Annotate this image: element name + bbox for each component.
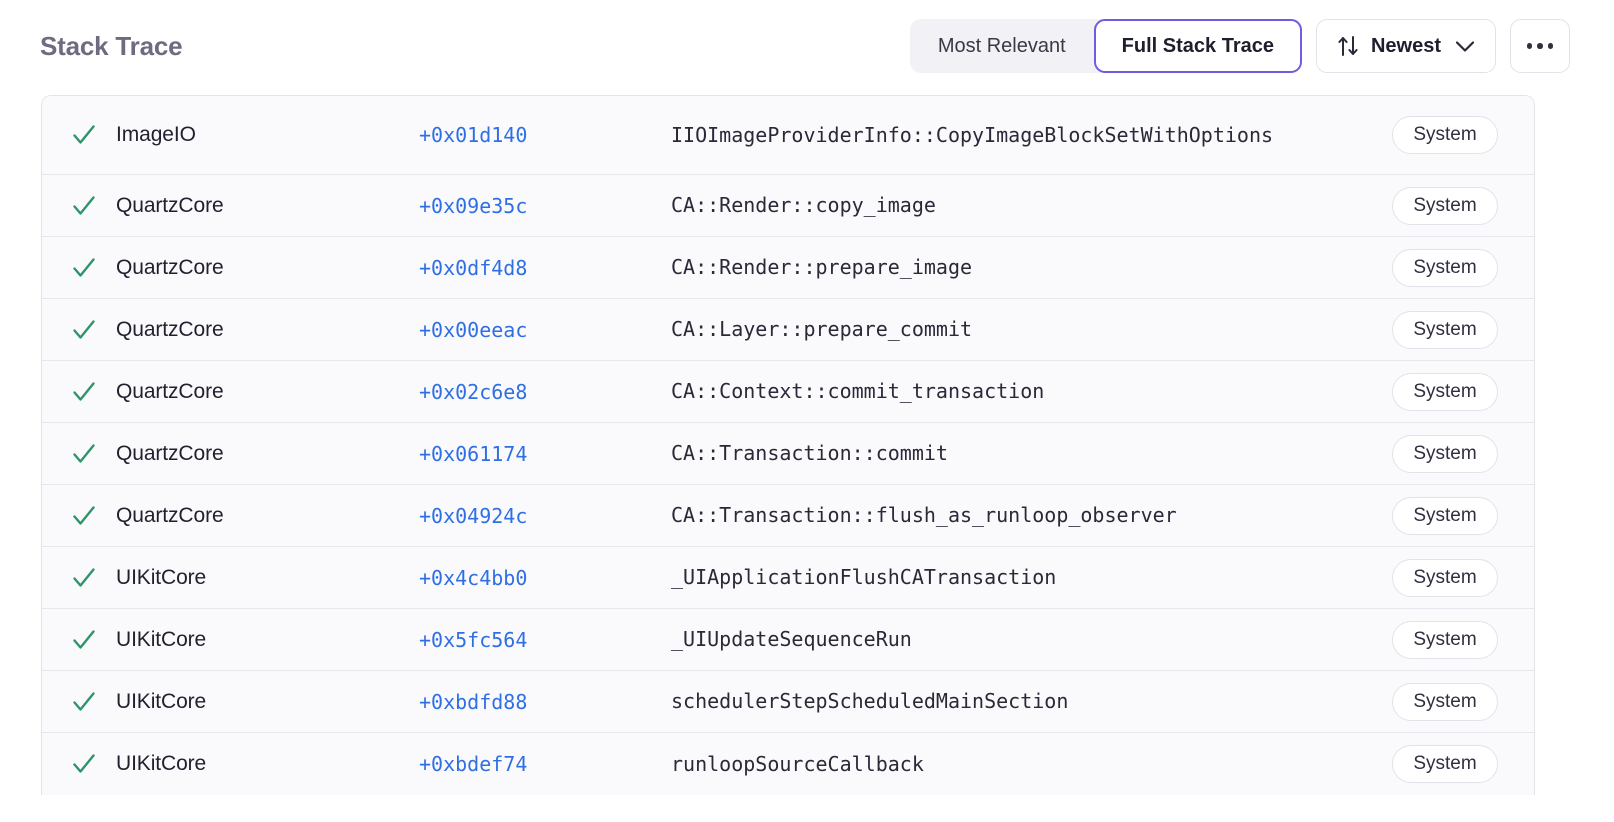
frame-module: QuartzCore	[116, 503, 224, 527]
status-badge: System	[1392, 116, 1498, 154]
frame-badge-cell: System	[1361, 496, 1529, 535]
frame-badge-cell: System	[1361, 248, 1529, 287]
frame-address[interactable]: +0x061174	[419, 441, 528, 466]
table-row[interactable]: UIKitCore +0xbdef74 runloopSourceCallback S…	[42, 733, 1534, 795]
frame-status-check[interactable]	[42, 379, 116, 405]
frame-badge-cell: System	[1361, 682, 1529, 721]
frame-badge-cell: System	[1361, 620, 1529, 659]
frame-symbol: IIOImageProviderInfo::CopyImageBlockSetW…	[671, 122, 1274, 147]
more-options-button[interactable]	[1510, 19, 1570, 73]
stack-frames-table: ImageIO +0x01d140 IIOImageProviderInfo::Co…	[41, 95, 1535, 795]
table-row[interactable]: QuartzCore +0x09e35c CA::Render::copy_imag…	[42, 175, 1534, 237]
sort-label: Newest	[1370, 34, 1441, 57]
chevron-down-icon	[1455, 40, 1475, 53]
status-badge: System	[1392, 248, 1498, 287]
frame-symbol: runloopSourceCallback	[671, 751, 924, 776]
frame-badge-cell: System	[1361, 558, 1529, 597]
frame-module: QuartzCore	[116, 193, 224, 217]
sort-dropdown-button[interactable]: Newest	[1315, 19, 1496, 73]
status-badge: System	[1392, 372, 1498, 411]
frame-address[interactable]: +0x02c6e8	[419, 379, 528, 404]
status-badge: System	[1392, 620, 1498, 659]
frame-module: ImageIO	[116, 123, 196, 146]
frame-symbol: CA::Context::commit_transaction	[671, 379, 1045, 403]
table-row[interactable]: UIKitCore +0x5fc564 _UIUpdateSequenceRun Sy…	[42, 609, 1534, 671]
frame-symbol: schedulerStepScheduledMainSection	[671, 689, 1069, 713]
frame-address[interactable]: +0x04924c	[419, 503, 528, 528]
table-row[interactable]: QuartzCore +0x02c6e8 CA::Context::commit_t…	[42, 361, 1534, 423]
frame-address[interactable]: +0x01d140	[419, 123, 528, 147]
frame-badge-cell: System	[1361, 310, 1529, 349]
header-controls: Most Relevant Full Stack Trace Newest	[909, 19, 1570, 73]
table-row[interactable]: QuartzCore +0x0df4d8 CA::Render::prepare_i…	[42, 237, 1534, 299]
frame-status-check[interactable]	[42, 689, 116, 715]
frame-address[interactable]: +0xbdfd88	[419, 689, 528, 714]
status-badge: System	[1392, 434, 1498, 473]
frame-address[interactable]: +0x00eeac	[419, 317, 528, 342]
frame-symbol: _UIApplicationFlushCATransaction	[671, 565, 1057, 589]
sort-updown-icon	[1337, 34, 1359, 58]
tab-most-relevant[interactable]: Most Relevant	[910, 19, 1094, 73]
frame-symbol: CA::Transaction::commit	[671, 441, 948, 465]
status-badge: System	[1392, 496, 1498, 535]
frame-status-check[interactable]	[42, 255, 116, 281]
table-row[interactable]: UIKitCore +0x4c4bb0 _UIApplicationFlushCAT…	[42, 547, 1534, 609]
stack-trace-mode-segmented-control[interactable]: Most Relevant Full Stack Trace	[909, 19, 1302, 73]
tab-full-stack-trace[interactable]: Full Stack Trace	[1093, 19, 1302, 73]
frame-status-check[interactable]	[42, 122, 116, 148]
table-row[interactable]: ImageIO +0x01d140 IIOImageProviderInfo::Co…	[42, 96, 1534, 175]
frame-symbol: CA::Layer::prepare_commit	[671, 317, 973, 341]
frame-address[interactable]: +0x0df4d8	[419, 255, 528, 280]
frame-module: UIKitCore	[116, 565, 207, 589]
frame-address[interactable]: +0x5fc564	[419, 627, 528, 652]
frame-badge-cell: System	[1361, 745, 1529, 783]
frame-badge-cell: System	[1361, 372, 1529, 411]
frame-address[interactable]: +0xbdef74	[419, 752, 528, 776]
frame-status-check[interactable]	[42, 627, 116, 653]
table-row[interactable]: UIKitCore +0xbdfd88 schedulerStepScheduled…	[42, 671, 1534, 733]
frame-status-check[interactable]	[42, 565, 116, 591]
frame-badge-cell: System	[1361, 434, 1529, 473]
frame-status-check[interactable]	[42, 317, 116, 343]
frame-symbol: CA::Render::copy_image	[671, 193, 936, 217]
ellipsis-dot-2	[1537, 43, 1543, 49]
frame-status-check[interactable]	[42, 751, 116, 777]
frame-badge-cell: System	[1361, 116, 1529, 154]
frame-status-check[interactable]	[42, 193, 116, 219]
ellipsis-dot-3	[1547, 43, 1554, 49]
frame-badge-cell: System	[1361, 186, 1529, 225]
frame-symbol: _UIUpdateSequenceRun	[671, 627, 912, 651]
page-title: Stack Trace	[40, 30, 183, 61]
frame-symbol: CA::Transaction::flush_as_runloop_observ…	[671, 503, 1177, 527]
frame-module: QuartzCore	[116, 379, 224, 403]
status-badge: System	[1392, 745, 1498, 783]
frame-module: QuartzCore	[116, 255, 224, 279]
status-badge: System	[1392, 558, 1498, 597]
stack-trace-header: Stack Trace Most Relevant Full Stack Tra…	[0, 0, 1614, 92]
table-row[interactable]: QuartzCore +0x00eeac CA::Layer::prepare_co…	[42, 299, 1534, 361]
frame-module: QuartzCore	[116, 317, 224, 341]
frame-module: QuartzCore	[116, 441, 224, 465]
table-row[interactable]: QuartzCore +0x04924c CA::Transaction::flus…	[42, 485, 1534, 547]
frame-module: UIKitCore	[116, 752, 207, 775]
table-row[interactable]: QuartzCore +0x061174 CA::Transaction::comm…	[42, 423, 1534, 485]
status-badge: System	[1392, 682, 1498, 721]
ellipsis-horizontal-icon	[1526, 43, 1533, 49]
frame-address[interactable]: +0x4c4bb0	[419, 565, 528, 590]
status-badge: System	[1392, 310, 1498, 349]
frame-symbol: CA::Render::prepare_image	[671, 255, 973, 279]
frame-status-check[interactable]	[42, 441, 116, 467]
frame-module: UIKitCore	[116, 627, 207, 651]
frame-status-check[interactable]	[42, 503, 116, 529]
frame-module: UIKitCore	[116, 689, 207, 713]
frame-address[interactable]: +0x09e35c	[419, 193, 528, 218]
status-badge: System	[1392, 186, 1498, 225]
